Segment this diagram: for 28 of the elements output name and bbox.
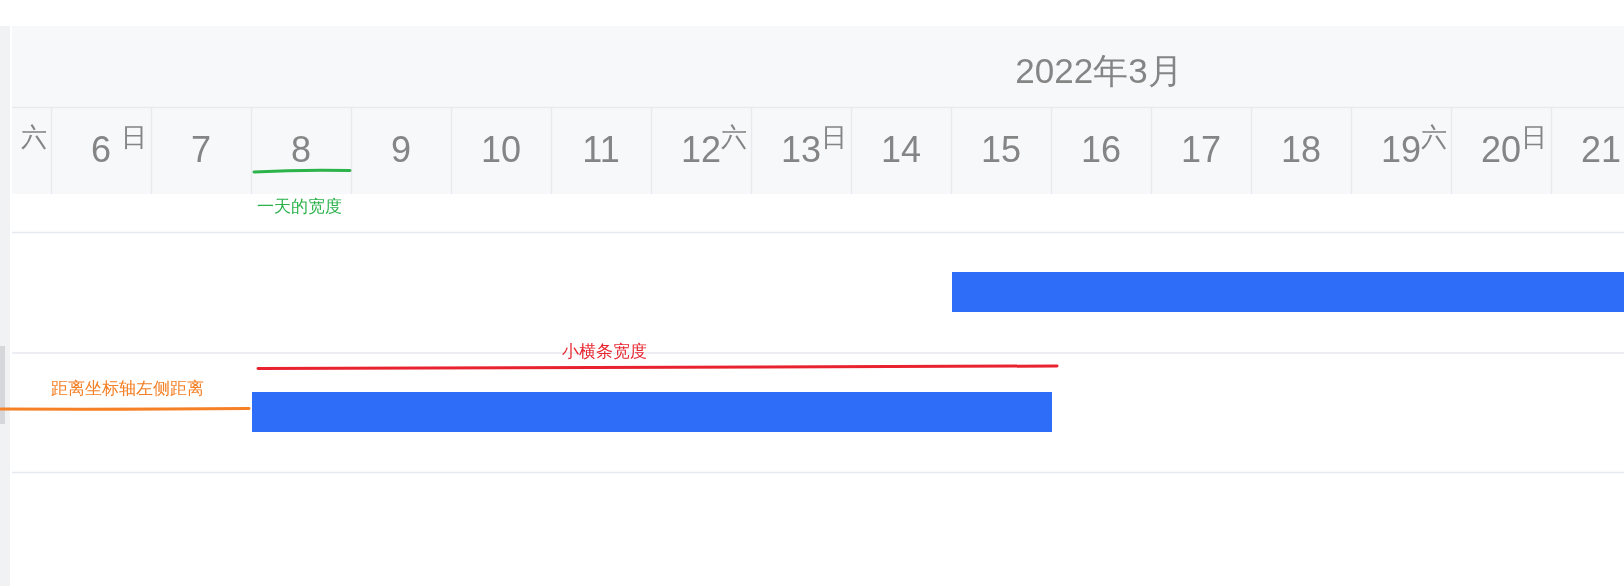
day-number: 16	[1081, 132, 1121, 168]
day-number: 9	[391, 132, 411, 168]
day-number: 21	[1581, 132, 1621, 168]
day-number: 15	[981, 132, 1021, 168]
day-number: 8	[291, 132, 311, 168]
day-number: 11	[582, 132, 620, 168]
day-number: 19	[1381, 132, 1421, 168]
day-number: 13	[781, 132, 821, 168]
weekday-label: 六	[1421, 124, 1447, 150]
weekday-label: 六	[21, 124, 47, 150]
month-label: 2022年3月	[1015, 52, 1183, 88]
weekday-label: 日	[821, 124, 847, 150]
day-number: 17	[1181, 132, 1221, 168]
day-number: 20	[1481, 132, 1521, 168]
day-number: 12	[681, 132, 721, 168]
weekday-label: 日	[121, 124, 147, 150]
annotation-label: 小横条宽度	[561, 342, 647, 360]
day-number: 7	[191, 132, 211, 168]
day-number: 18	[1281, 132, 1321, 168]
annotation-label: 一天的宽度	[256, 197, 342, 215]
weekday-label: 六	[721, 124, 747, 150]
gantt-bar	[952, 272, 1624, 312]
annotation-label: 距离坐标轴左侧距离	[50, 379, 204, 397]
day-number: 6	[91, 132, 111, 168]
day-number: 14	[881, 132, 921, 168]
day-number: 10	[481, 132, 521, 168]
weekday-label: 日	[1521, 124, 1547, 150]
gantt-bar	[252, 392, 1052, 432]
